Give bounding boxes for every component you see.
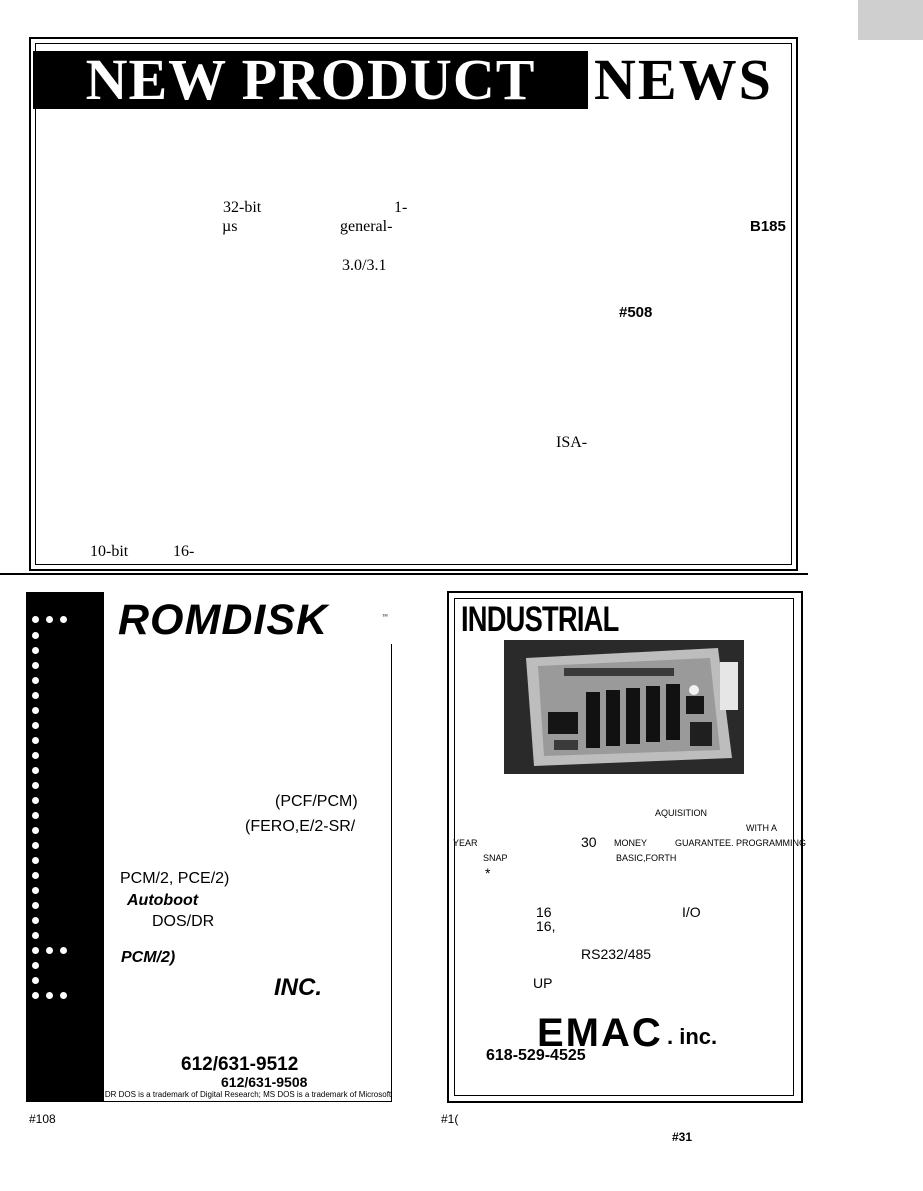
industrial-text: GUARANTEE. PROGRAMMING	[675, 838, 807, 848]
romdisk-text: PCM/2)	[121, 949, 176, 966]
romdisk-dot-column	[26, 592, 104, 1102]
industrial-text: 16,	[536, 918, 556, 934]
news-fragment: 3.0/3.1	[342, 257, 387, 274]
industrial-text: 16	[536, 904, 552, 920]
industrial-text: *	[485, 865, 491, 881]
romdisk-logo: ROMDISK	[118, 596, 329, 644]
news-fragment: 1-	[394, 199, 408, 216]
romdisk-fax: 612/631-9508	[221, 1074, 308, 1090]
news-fragment: general-	[340, 218, 393, 235]
banner-new-product: NEW PRODUCT	[33, 51, 588, 109]
news-fragment: µs	[222, 218, 238, 235]
emac-phone: 618-529-4525	[486, 1047, 586, 1064]
news-fragment: 10-bit	[90, 543, 129, 560]
reader-service-code: #1(	[441, 1112, 459, 1126]
industrial-text: BASIC,FORTH	[616, 853, 677, 863]
news-box-outer	[29, 37, 798, 571]
romdisk-text: DOS/DR	[152, 913, 215, 930]
industrial-text: 30	[581, 834, 597, 850]
romdisk-company-inc: INC.	[274, 974, 322, 1001]
industrial-ad	[447, 591, 803, 1103]
industrial-ad-inner	[454, 598, 794, 1096]
reader-service-code: #108	[29, 1112, 56, 1126]
reader-service-code: #31	[672, 1130, 693, 1144]
industrial-text: AQUISITION	[655, 808, 708, 818]
industrial-text: MONEY	[614, 838, 648, 848]
romdisk-trademark-note: DR DOS is a trademark of Digital Researc…	[104, 1090, 392, 1099]
romdisk-autoboot: Autoboot	[127, 892, 199, 909]
news-fragment: 16-	[173, 543, 195, 560]
industrial-text: YEAR	[453, 838, 478, 848]
industrial-text: UP	[533, 975, 553, 991]
news-reader-service-number: #508	[619, 304, 653, 321]
romdisk-text: (FERO,E/2-SR/	[245, 818, 356, 835]
news-reader-service-number: B185	[750, 218, 786, 235]
romdisk-logo-area	[104, 592, 392, 644]
industrial-text: SNAP	[483, 853, 508, 863]
news-box-inner	[35, 43, 792, 565]
scan-smudge	[858, 0, 923, 40]
industrial-title: INDUSTRIAL	[461, 600, 619, 639]
romdisk-text: (PCF/PCM)	[275, 793, 358, 810]
circuit-board-photo	[504, 640, 744, 774]
banner-news: NEWS	[594, 47, 773, 112]
news-bottom-rule	[0, 573, 808, 575]
industrial-text: RS232/485	[581, 946, 652, 962]
emac-inc: . inc.	[667, 1024, 718, 1049]
romdisk-text: PCM/2, PCE/2)	[120, 870, 230, 887]
news-fragment: 32-bit	[223, 199, 262, 216]
industrial-text: WITH A	[746, 823, 777, 833]
romdisk-phone: 612/631-9512	[181, 1054, 299, 1075]
news-fragment: ISA-	[556, 434, 588, 451]
industrial-text: I/O	[682, 904, 701, 920]
trademark-mark: ™	[382, 614, 388, 620]
emac-logo: EMAC	[537, 1011, 663, 1055]
